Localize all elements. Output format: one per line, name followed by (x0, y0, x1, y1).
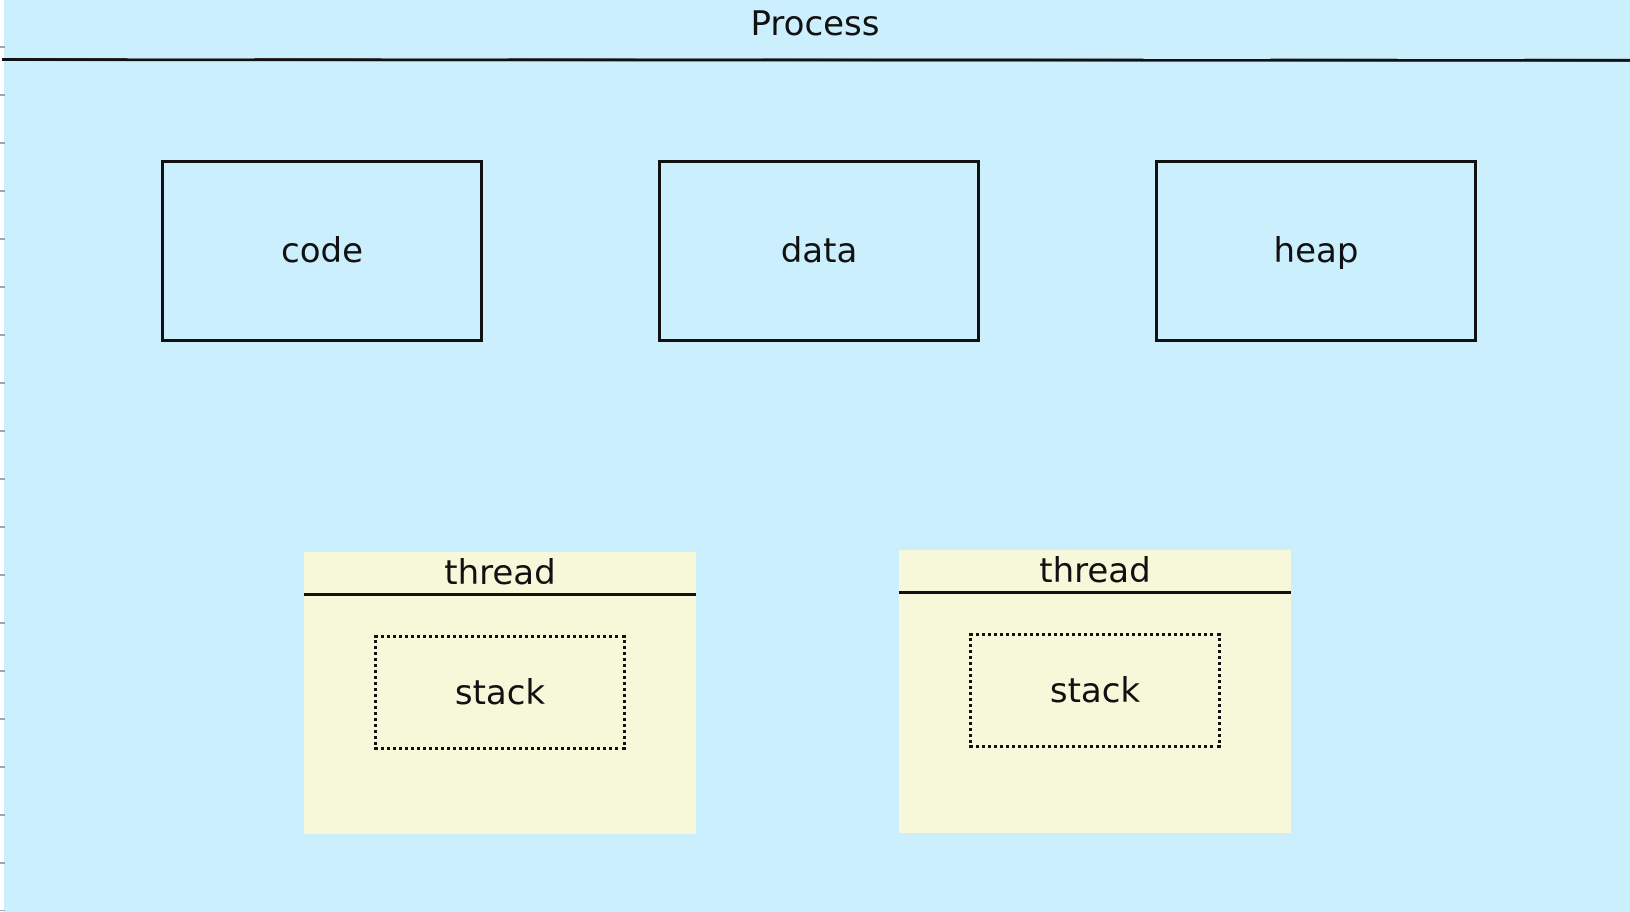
heap-segment-label: heap (1273, 231, 1359, 271)
data-segment-box: data (658, 160, 980, 342)
stack-label: stack (454, 672, 546, 713)
stack-box: stack (969, 633, 1221, 748)
code-segment-label: code (281, 231, 363, 271)
thread-title-divider (304, 593, 696, 596)
data-segment-label: data (780, 231, 858, 271)
thread-title: thread (444, 553, 556, 593)
thread-container-1: thread stack (304, 552, 696, 834)
stack-box: stack (374, 635, 626, 750)
thread-title-divider (899, 591, 1291, 594)
code-segment-box: code (161, 160, 483, 342)
stack-label: stack (1049, 670, 1141, 711)
thread-container-2: thread stack (899, 550, 1291, 833)
thread-title: thread (1039, 551, 1151, 591)
process-title: Process (750, 4, 880, 44)
process-container (4, 0, 1630, 912)
canvas-edge-ticks (0, 0, 5, 911)
heap-segment-box: heap (1155, 160, 1477, 342)
